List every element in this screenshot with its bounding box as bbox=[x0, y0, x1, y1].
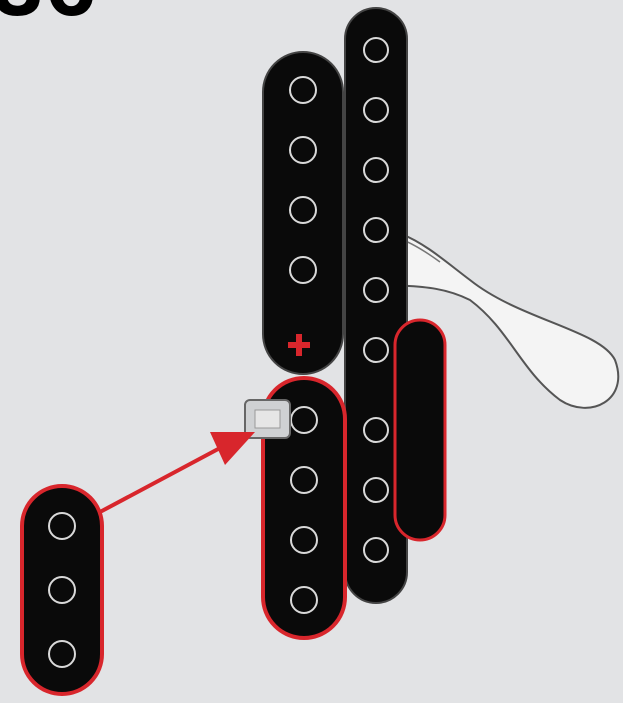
lower-right-beam bbox=[395, 320, 445, 540]
upper-left-beam bbox=[263, 52, 343, 374]
loose-beam bbox=[22, 486, 102, 694]
assembly-arrow bbox=[100, 432, 255, 512]
